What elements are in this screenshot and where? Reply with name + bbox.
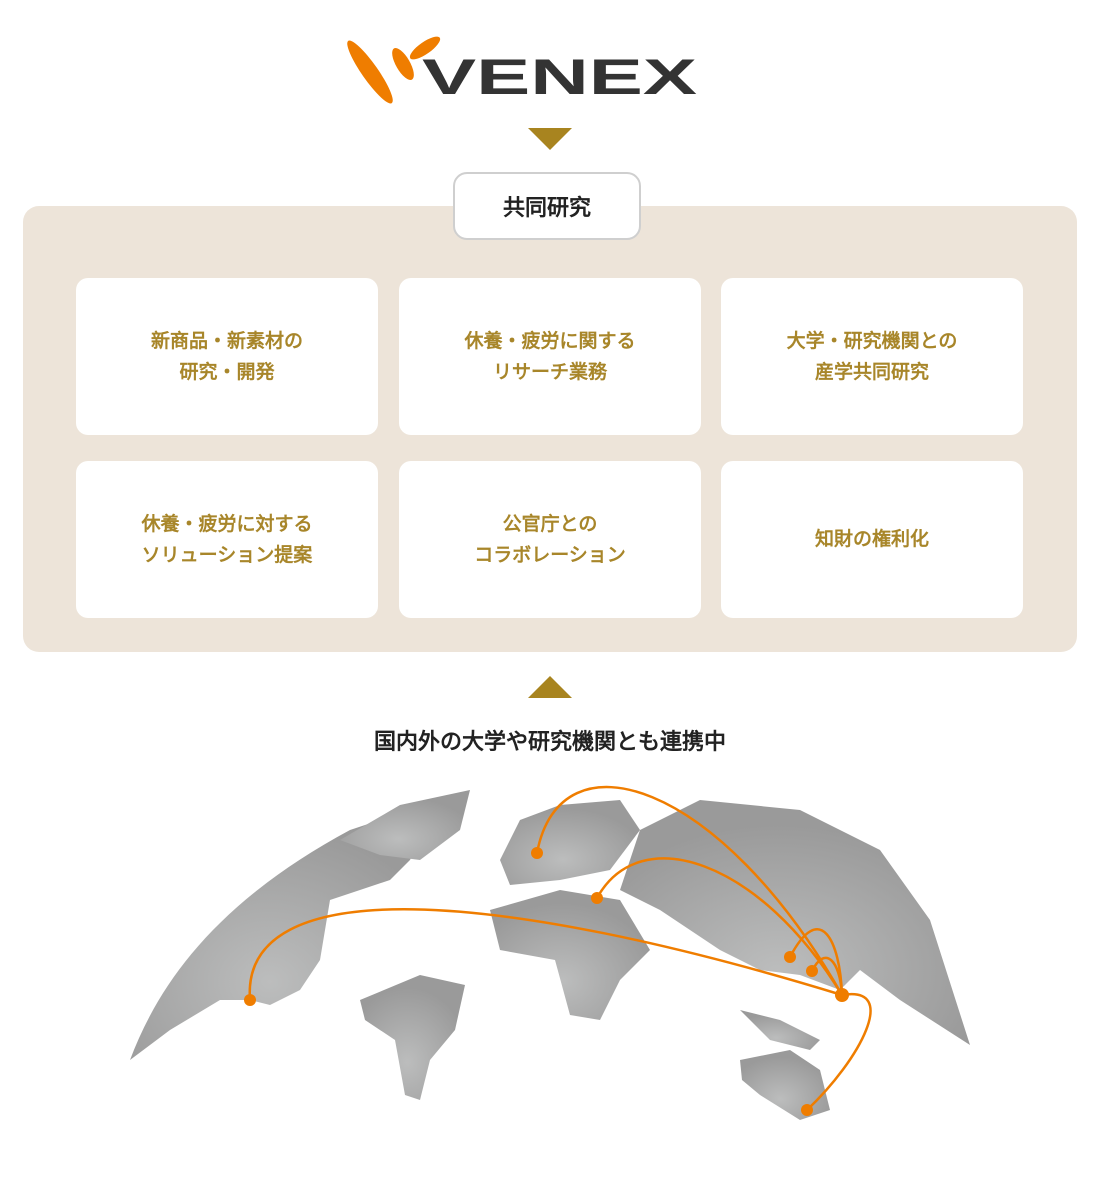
card-ip-rights: 知財の権利化 (721, 461, 1023, 618)
arrow-up-icon (528, 676, 572, 698)
card-academic-research: 大学・研究機関との 産学共同研究 (721, 278, 1023, 435)
world-map (130, 785, 970, 1120)
location-markers (244, 847, 849, 1116)
arrow-down-icon (528, 128, 572, 150)
card-new-products: 新商品・新素材の 研究・開発 (76, 278, 378, 435)
marker-korea (806, 965, 818, 977)
card-government-collab: 公官庁との コラボレーション (399, 461, 701, 618)
marker-egypt (591, 892, 603, 904)
connection-lines (248, 785, 872, 1111)
marker-mexico (244, 994, 256, 1006)
section-label: 共同研究 (453, 172, 641, 240)
card-solution-proposal: 休養・疲労に対する ソリューション提案 (76, 461, 378, 618)
card-fatigue-research: 休養・疲労に関する リサーチ業務 (399, 278, 701, 435)
svg-text:VENEX: VENEX (422, 49, 697, 105)
marker-japan (835, 988, 849, 1002)
marker-china (784, 951, 796, 963)
marker-australia (801, 1104, 813, 1116)
subtitle: 国内外の大学や研究機関とも連携中 (373, 730, 726, 755)
venex-logo: VENEX (347, 36, 697, 105)
joint-research-panel: 新商品・新素材の 研究・開発 休養・疲労に関する リサーチ業務 大学・研究機関と… (23, 206, 1077, 652)
continents (130, 790, 970, 1120)
marker-europe (531, 847, 543, 859)
